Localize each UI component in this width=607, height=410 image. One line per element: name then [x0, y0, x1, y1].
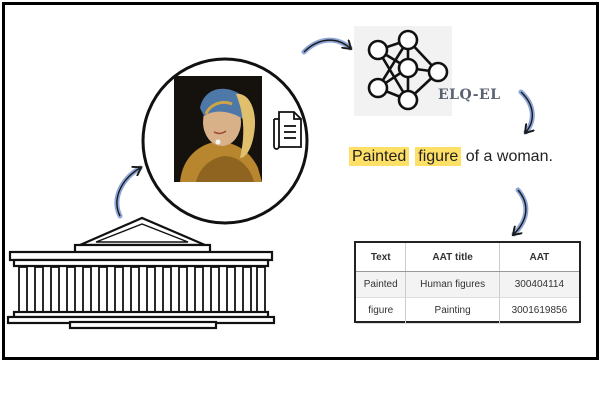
painting-thumbnail: [174, 76, 262, 182]
aat-results-table: Text AAT title AAT Painted Human figures…: [354, 241, 581, 324]
table-cell: 3001619856: [499, 297, 579, 324]
model-name-label: ELQ-EL: [438, 87, 501, 103]
curved-arrow-museum-to-painting: [114, 165, 143, 219]
column-header-aat-title: AAT title: [405, 243, 500, 272]
museum-columns: [18, 266, 266, 313]
table-cell: 300404114: [499, 271, 579, 298]
document-icon: [273, 111, 302, 150]
table-cell: Human figures: [405, 271, 500, 298]
entity-highlight-painted: Painted: [349, 147, 410, 166]
entity-highlight-figure: figure: [415, 147, 462, 166]
annotated-sentence: Painted figure of a woman.: [349, 147, 553, 166]
neural-network-icon: [367, 29, 449, 111]
column-header-text: Text: [356, 243, 407, 272]
column-header-aat: AAT: [499, 243, 579, 272]
table-cell: figure: [356, 297, 407, 324]
table-header-row: Text AAT title AAT: [356, 243, 579, 272]
table-cell: Painted: [356, 271, 407, 298]
table-row: Painted Human figures 300404114: [356, 271, 579, 298]
museum-building-icon: [6, 216, 276, 330]
sentence-rest: of a woman.: [465, 148, 553, 165]
table-row: figure Painting 3001619856: [356, 297, 579, 324]
table-cell: Painting: [405, 297, 500, 324]
